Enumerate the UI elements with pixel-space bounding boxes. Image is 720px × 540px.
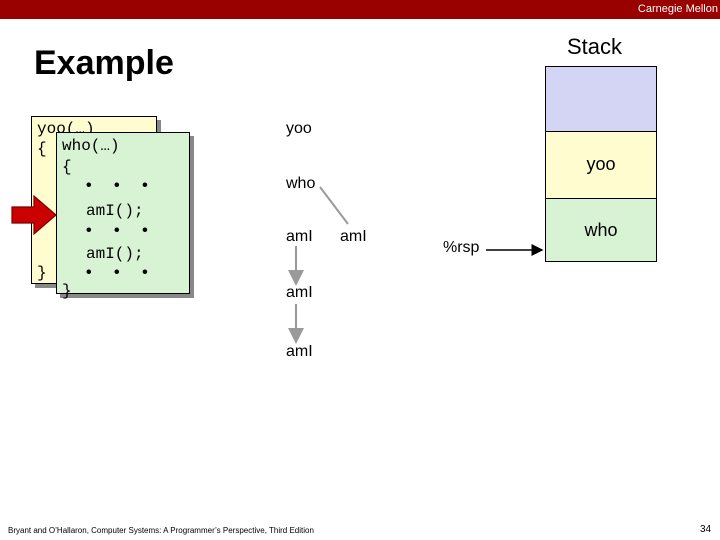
- who-close-brace: }: [62, 282, 72, 300]
- slide-title: Example: [34, 44, 174, 82]
- who-dots-1: • • •: [86, 177, 157, 194]
- brand-label: Carnegie Mellon: [637, 3, 718, 15]
- header-bar: Carnegie Mellon: [0, 0, 720, 19]
- who-call-ami-1: amI();: [86, 202, 144, 220]
- stack-label: Stack: [567, 34, 623, 59]
- who-dots-3: • • •: [86, 264, 157, 281]
- who-dots-2: • • •: [86, 222, 157, 239]
- graph-node-ami-level3: amI: [286, 284, 313, 301]
- edge-who-ami-right: [319, 186, 349, 225]
- who-signature: who(…): [62, 137, 120, 155]
- graph-node-who: who: [286, 175, 316, 192]
- stack-frame-yoo-label: yoo: [586, 154, 616, 174]
- footer-citation: Bryant and O’Hallaron, Computer Systems:…: [8, 526, 314, 535]
- graph-node-ami-right: amI: [340, 228, 367, 245]
- yoo-close-brace: }: [37, 264, 47, 282]
- who-open-brace: {: [62, 158, 72, 176]
- yoo-open-brace: {: [37, 140, 47, 158]
- who-code-box: [56, 132, 190, 294]
- stack-frame-who-label: who: [584, 220, 618, 240]
- page-number: 34: [700, 524, 712, 535]
- graph-node-ami-level4: amI: [286, 343, 313, 360]
- graph-node-yoo: yoo: [286, 120, 312, 137]
- rsp-label: %rsp: [443, 239, 480, 256]
- who-call-ami-2: amI();: [86, 245, 144, 263]
- graph-node-ami-left: amI: [286, 228, 313, 245]
- stack-frame-who: who: [545, 198, 657, 262]
- execution-arrow-icon: [11, 194, 57, 236]
- stack-frame-yoo: yoo: [545, 131, 657, 199]
